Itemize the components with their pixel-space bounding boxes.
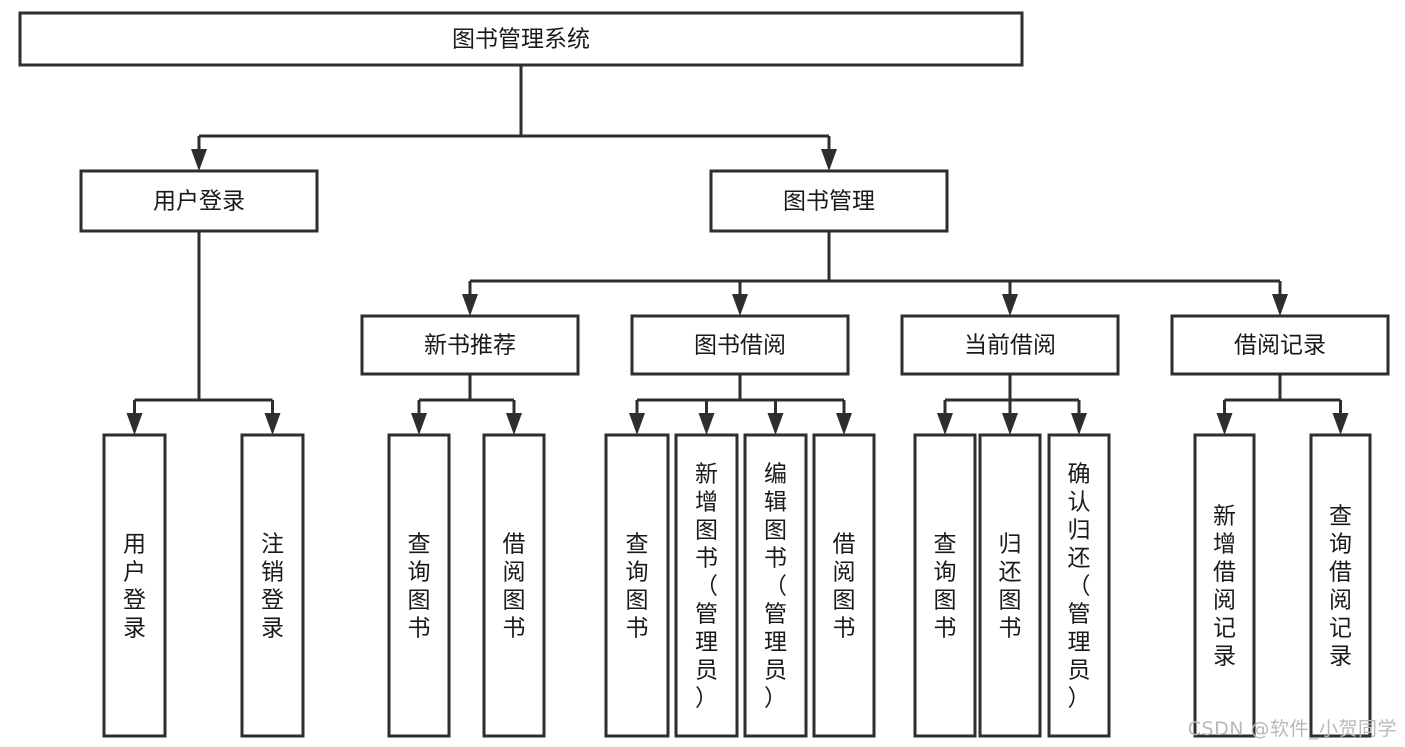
arrow-head-l_query_book_1 xyxy=(411,413,427,435)
node-box xyxy=(1170,314,1390,376)
node-label: 用户登录 xyxy=(153,189,245,215)
arrow-head-n_book_mgmt xyxy=(821,149,837,171)
node-box xyxy=(913,433,977,738)
node-label: 借阅图书 xyxy=(833,532,856,642)
node-n-book-borrow[interactable]: 图书借阅 xyxy=(630,314,850,376)
node-label: 借阅图书 xyxy=(503,532,526,642)
node-box xyxy=(743,433,808,738)
node-l-query-book-1[interactable]: 查询图书 xyxy=(387,433,451,738)
node-l-return-book[interactable]: 归还图书 xyxy=(978,433,1042,738)
node-l-query-book-2[interactable]: 查询图书 xyxy=(604,433,670,738)
node-box xyxy=(674,433,739,738)
node-n-current-borrow[interactable]: 当前借阅 xyxy=(900,314,1120,376)
arrow-head-l_user_logout xyxy=(264,413,281,435)
arrow-head-l_borrow_book_1 xyxy=(506,413,522,435)
node-root[interactable]: 图书管理系统 xyxy=(18,11,1024,67)
node-box xyxy=(1047,433,1111,738)
arrow-head-l_return_book xyxy=(1002,413,1018,435)
node-n-borrow-record[interactable]: 借阅记录 xyxy=(1170,314,1390,376)
node-box xyxy=(18,11,1024,67)
node-label: 查询图书 xyxy=(934,532,957,642)
node-box xyxy=(1193,433,1256,738)
arrow-head-l_add_book xyxy=(698,413,715,435)
node-box xyxy=(1309,433,1372,738)
arrow-head-n_user_login xyxy=(191,149,207,171)
arrow-head-l_add_record xyxy=(1216,413,1233,435)
arrow-head-n_book_borrow xyxy=(732,294,748,316)
node-label: 新增图书（管理员） xyxy=(695,462,718,712)
node-label: 图书借阅 xyxy=(694,333,786,359)
node-label: 图书管理系统 xyxy=(452,27,590,53)
node-box xyxy=(900,314,1120,376)
node-label: 编辑图书（管理员） xyxy=(764,462,787,712)
node-label: 图书管理 xyxy=(783,189,875,215)
node-box xyxy=(387,433,451,738)
node-l-user-login[interactable]: 用户登录 xyxy=(102,433,167,738)
node-l-borrow-book-1[interactable]: 借阅图书 xyxy=(482,433,546,738)
node-l-add-book[interactable]: 新增图书（管理员） xyxy=(674,433,739,738)
node-label: 查询图书 xyxy=(626,532,649,642)
arrow-head-n_borrow_record xyxy=(1272,294,1288,316)
node-label: 用户登录 xyxy=(123,532,146,642)
node-l-add-record[interactable]: 新增借阅记录 xyxy=(1193,433,1256,738)
node-box xyxy=(604,433,670,738)
edge-layer xyxy=(126,65,1349,435)
arrow-head-l_confirm_return xyxy=(1071,413,1087,435)
arrow-head-l_edit_book xyxy=(767,413,784,435)
node-label: 归还图书 xyxy=(999,532,1022,642)
node-n-book-mgmt[interactable]: 图书管理 xyxy=(709,169,949,233)
node-label: 注销登录 xyxy=(261,532,284,642)
arrow-head-l_query_record xyxy=(1332,413,1349,435)
node-label: 确认归还（管理员） xyxy=(1068,462,1091,712)
arrow-head-n_current_borrow xyxy=(1002,294,1018,316)
node-box xyxy=(978,433,1042,738)
node-label: 新增借阅记录 xyxy=(1213,504,1236,670)
node-l-edit-book[interactable]: 编辑图书（管理员） xyxy=(743,433,808,738)
node-box xyxy=(102,433,167,738)
node-label: 新书推荐 xyxy=(424,333,516,359)
arrow-head-l_user_login xyxy=(126,413,143,435)
arrow-head-l_query_book_3 xyxy=(937,413,953,435)
node-box xyxy=(709,169,949,233)
node-box xyxy=(482,433,546,738)
node-box xyxy=(360,314,580,376)
node-box xyxy=(79,169,319,233)
node-label: 查询借阅记录 xyxy=(1329,504,1352,670)
node-l-user-logout[interactable]: 注销登录 xyxy=(240,433,305,738)
node-box xyxy=(630,314,850,376)
node-l-confirm-return[interactable]: 确认归还（管理员） xyxy=(1047,433,1111,738)
node-box xyxy=(240,433,305,738)
arrow-head-n_new_book_rec xyxy=(462,294,478,316)
arrow-head-l_query_book_2 xyxy=(629,413,645,435)
node-n-user-login[interactable]: 用户登录 xyxy=(79,169,319,233)
node-label: 借阅记录 xyxy=(1234,333,1326,359)
node-box xyxy=(812,433,876,738)
node-layer: 图书管理系统用户登录图书管理新书推荐图书借阅当前借阅借阅记录用户登录注销登录查询… xyxy=(18,11,1390,738)
node-label: 当前借阅 xyxy=(964,333,1056,359)
node-l-borrow-book-2[interactable]: 借阅图书 xyxy=(812,433,876,738)
node-l-query-record[interactable]: 查询借阅记录 xyxy=(1309,433,1372,738)
node-l-query-book-3[interactable]: 查询图书 xyxy=(913,433,977,738)
arrow-head-l_borrow_book_2 xyxy=(836,413,852,435)
node-label: 查询图书 xyxy=(408,532,431,642)
node-n-new-book-rec[interactable]: 新书推荐 xyxy=(360,314,580,376)
